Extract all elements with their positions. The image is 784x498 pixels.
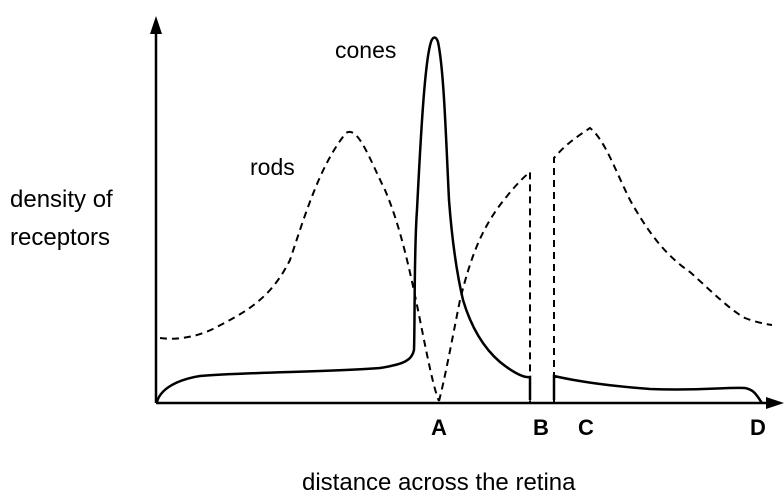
- cones-label: cones: [335, 37, 396, 63]
- rods-label: rods: [250, 154, 295, 180]
- cones-curve-left-segment: [155, 36, 532, 403]
- y-axis-arrowhead: [150, 16, 162, 34]
- x-axis-label: distance across the retina: [302, 469, 576, 496]
- point-c-label: C: [578, 415, 594, 440]
- x-axis-arrowhead: [766, 397, 784, 409]
- cones-curve-right-segment: [552, 374, 764, 404]
- axes: [150, 16, 784, 409]
- y-axis-label-line1: density of: [10, 186, 113, 213]
- y-axis-label-line2: receptors: [10, 224, 110, 251]
- point-b-label: B: [533, 415, 549, 440]
- rods-curve-right-segment: [553, 126, 773, 403]
- rods-curve-left-segment: [159, 130, 440, 402]
- rods-curve-middle-segment: [438, 169, 531, 403]
- cones-curve: [155, 36, 764, 404]
- point-d-label: D: [750, 415, 766, 440]
- rods-curve: [159, 126, 773, 403]
- point-a-label: A: [431, 415, 447, 440]
